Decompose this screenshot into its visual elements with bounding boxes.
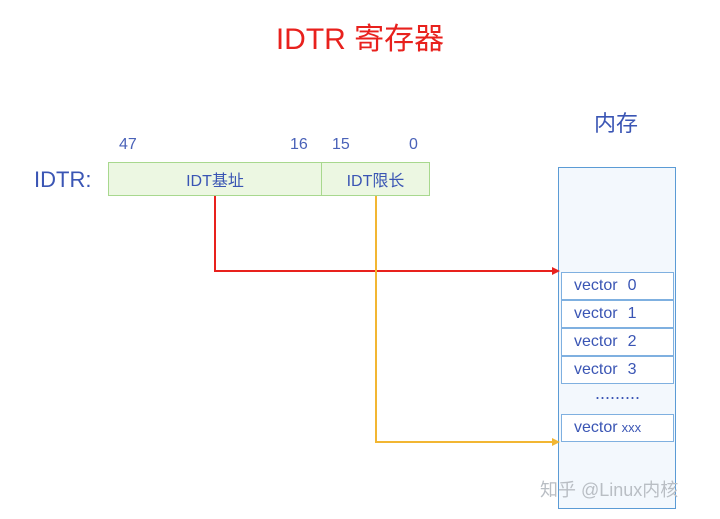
memory-cell-vector-2: vector 2 [561, 328, 674, 356]
memory-cell-vector-0: vector 0 [561, 272, 674, 300]
base-arrow [214, 196, 560, 275]
bit-47-label: 47 [119, 136, 137, 153]
cell-index: 1 [627, 305, 637, 322]
limit-arrow [375, 196, 560, 446]
bit-15-label: 15 [332, 136, 350, 153]
cell-index: 0 [627, 277, 637, 294]
cell-label: vector [574, 277, 618, 294]
memory-cell-vector-3: vector 3 [561, 356, 674, 384]
watermark: 知乎 @Linux内核 [540, 480, 679, 500]
cell-index: 3 [627, 361, 637, 378]
memory-cell-vector-1: vector 1 [561, 300, 674, 328]
cell-label: vector [574, 333, 618, 350]
cell-label: vector [574, 419, 618, 436]
cell-index: 2 [627, 333, 637, 350]
cell-label: vector [574, 361, 618, 378]
bit-16-label: 16 [290, 136, 308, 153]
idt-limit-field: IDT限长 [322, 162, 430, 196]
idtr-label: IDTR: [34, 167, 92, 192]
memory-ellipsis: ......... [594, 383, 640, 403]
idt-base-field: IDT基址 [108, 162, 322, 196]
memory-title: 内存 [594, 111, 639, 136]
bit-0-label: 0 [409, 136, 418, 153]
cell-index: xxx [621, 420, 642, 435]
diagram-title: IDTR 寄存器 [275, 23, 445, 56]
cell-label: vector [574, 305, 618, 322]
